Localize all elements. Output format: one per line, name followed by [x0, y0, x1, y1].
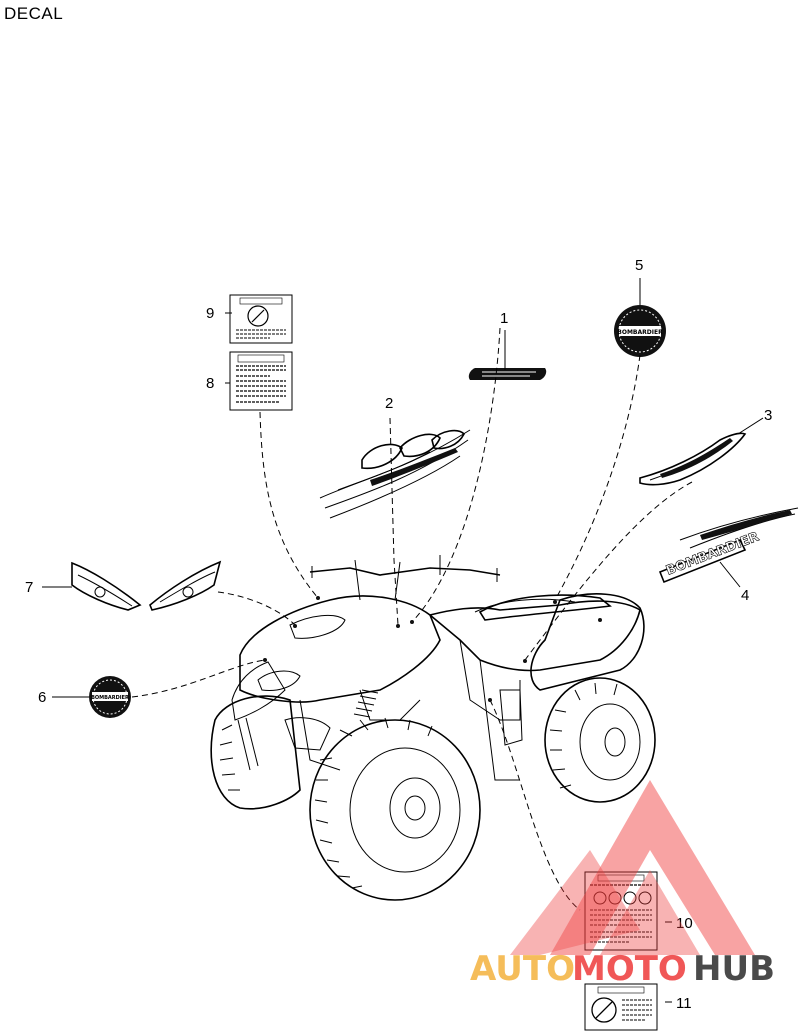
callout-11: 11	[676, 995, 692, 1012]
callout-7: 7	[25, 579, 33, 596]
leader-lines	[131, 327, 693, 911]
front-left-tire	[210, 695, 301, 810]
page-title: DECAL	[4, 4, 64, 23]
watermark-logo-icon	[510, 780, 755, 955]
decal-6-logo-badge: BOMBARDIER	[89, 676, 131, 718]
callout-5: 5	[635, 257, 643, 274]
callout-1: 1	[500, 310, 508, 327]
decal-5-logo-badge: BOMBARDIER	[614, 305, 666, 357]
callout-2: 2	[385, 395, 393, 412]
decal-11-warning-label	[584, 983, 658, 1031]
front-right-tire	[309, 717, 481, 901]
watermark-text-moto: MOTO	[572, 949, 687, 989]
callout-9: 9	[206, 305, 214, 322]
watermark-text-auto: AUTO	[470, 949, 575, 989]
decal-2-side-graphic	[319, 429, 471, 519]
decal-1-fuel-tank-logo	[468, 368, 547, 380]
leader-solid	[42, 278, 764, 1003]
watermark-text-hub: HUB	[693, 949, 775, 989]
callout-3: 3	[764, 407, 772, 424]
watermark: AUTO MOTO HUB	[470, 780, 775, 989]
decal-6-text: BOMBARDIER	[91, 695, 129, 701]
decal-8-warning-label	[229, 351, 293, 411]
callout-10: 10	[676, 915, 693, 932]
callout-labels: 1 2 3 4 5 6 7 8 9 10 11	[25, 257, 772, 1012]
callout-6: 6	[38, 689, 46, 706]
decal-5-text: BOMBARDIER	[617, 329, 663, 336]
decal-10-warning-label	[584, 871, 658, 951]
callout-4: 4	[741, 587, 749, 604]
decal-3-fender-stripe	[639, 432, 747, 486]
decal-4-bombardier-stripe: BOMBARDIER	[658, 507, 799, 584]
atv-illustration	[210, 555, 656, 901]
decal-9-warning-label	[229, 294, 293, 344]
decal-7-side-panels	[71, 560, 222, 611]
rear-tire	[544, 677, 656, 803]
callout-8: 8	[206, 375, 214, 392]
